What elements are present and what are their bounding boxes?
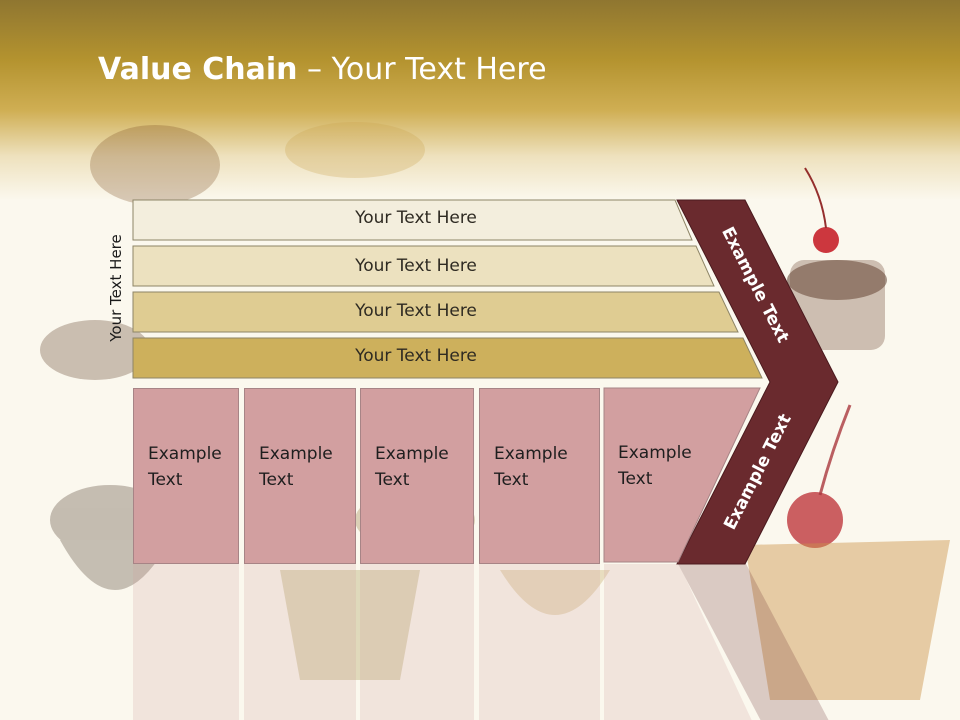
title-rest: – Your Text Here xyxy=(297,52,547,87)
bar-2-label: Your Text Here xyxy=(355,256,477,276)
bar-1-label: Your Text Here xyxy=(355,208,477,228)
box-4-label: Example Text xyxy=(494,444,568,490)
boxes-reflection xyxy=(0,564,960,720)
box-2: Example Text xyxy=(244,388,356,564)
box-3: Example Text xyxy=(360,388,474,564)
bar-4-label: Your Text Here xyxy=(355,346,477,366)
box-2-label: Example Text xyxy=(259,444,333,490)
chevron-label-upper: Example Text xyxy=(717,223,793,347)
side-label: Your Text Here xyxy=(107,234,125,342)
box-1: Example Text xyxy=(133,388,239,564)
chevron-label-lower: Example Text xyxy=(720,410,796,534)
box-4: Example Text xyxy=(479,388,600,564)
box-5-label: Example Text xyxy=(618,443,692,489)
box-3-label: Example Text xyxy=(375,444,449,490)
box-1-label: Example Text xyxy=(148,444,222,490)
header-band xyxy=(0,0,960,200)
bar-3-label: Your Text Here xyxy=(355,301,477,321)
title-bold: Value Chain xyxy=(98,52,298,87)
page-title: Value Chain – Your Text Here xyxy=(98,52,547,87)
chevron xyxy=(676,199,839,565)
